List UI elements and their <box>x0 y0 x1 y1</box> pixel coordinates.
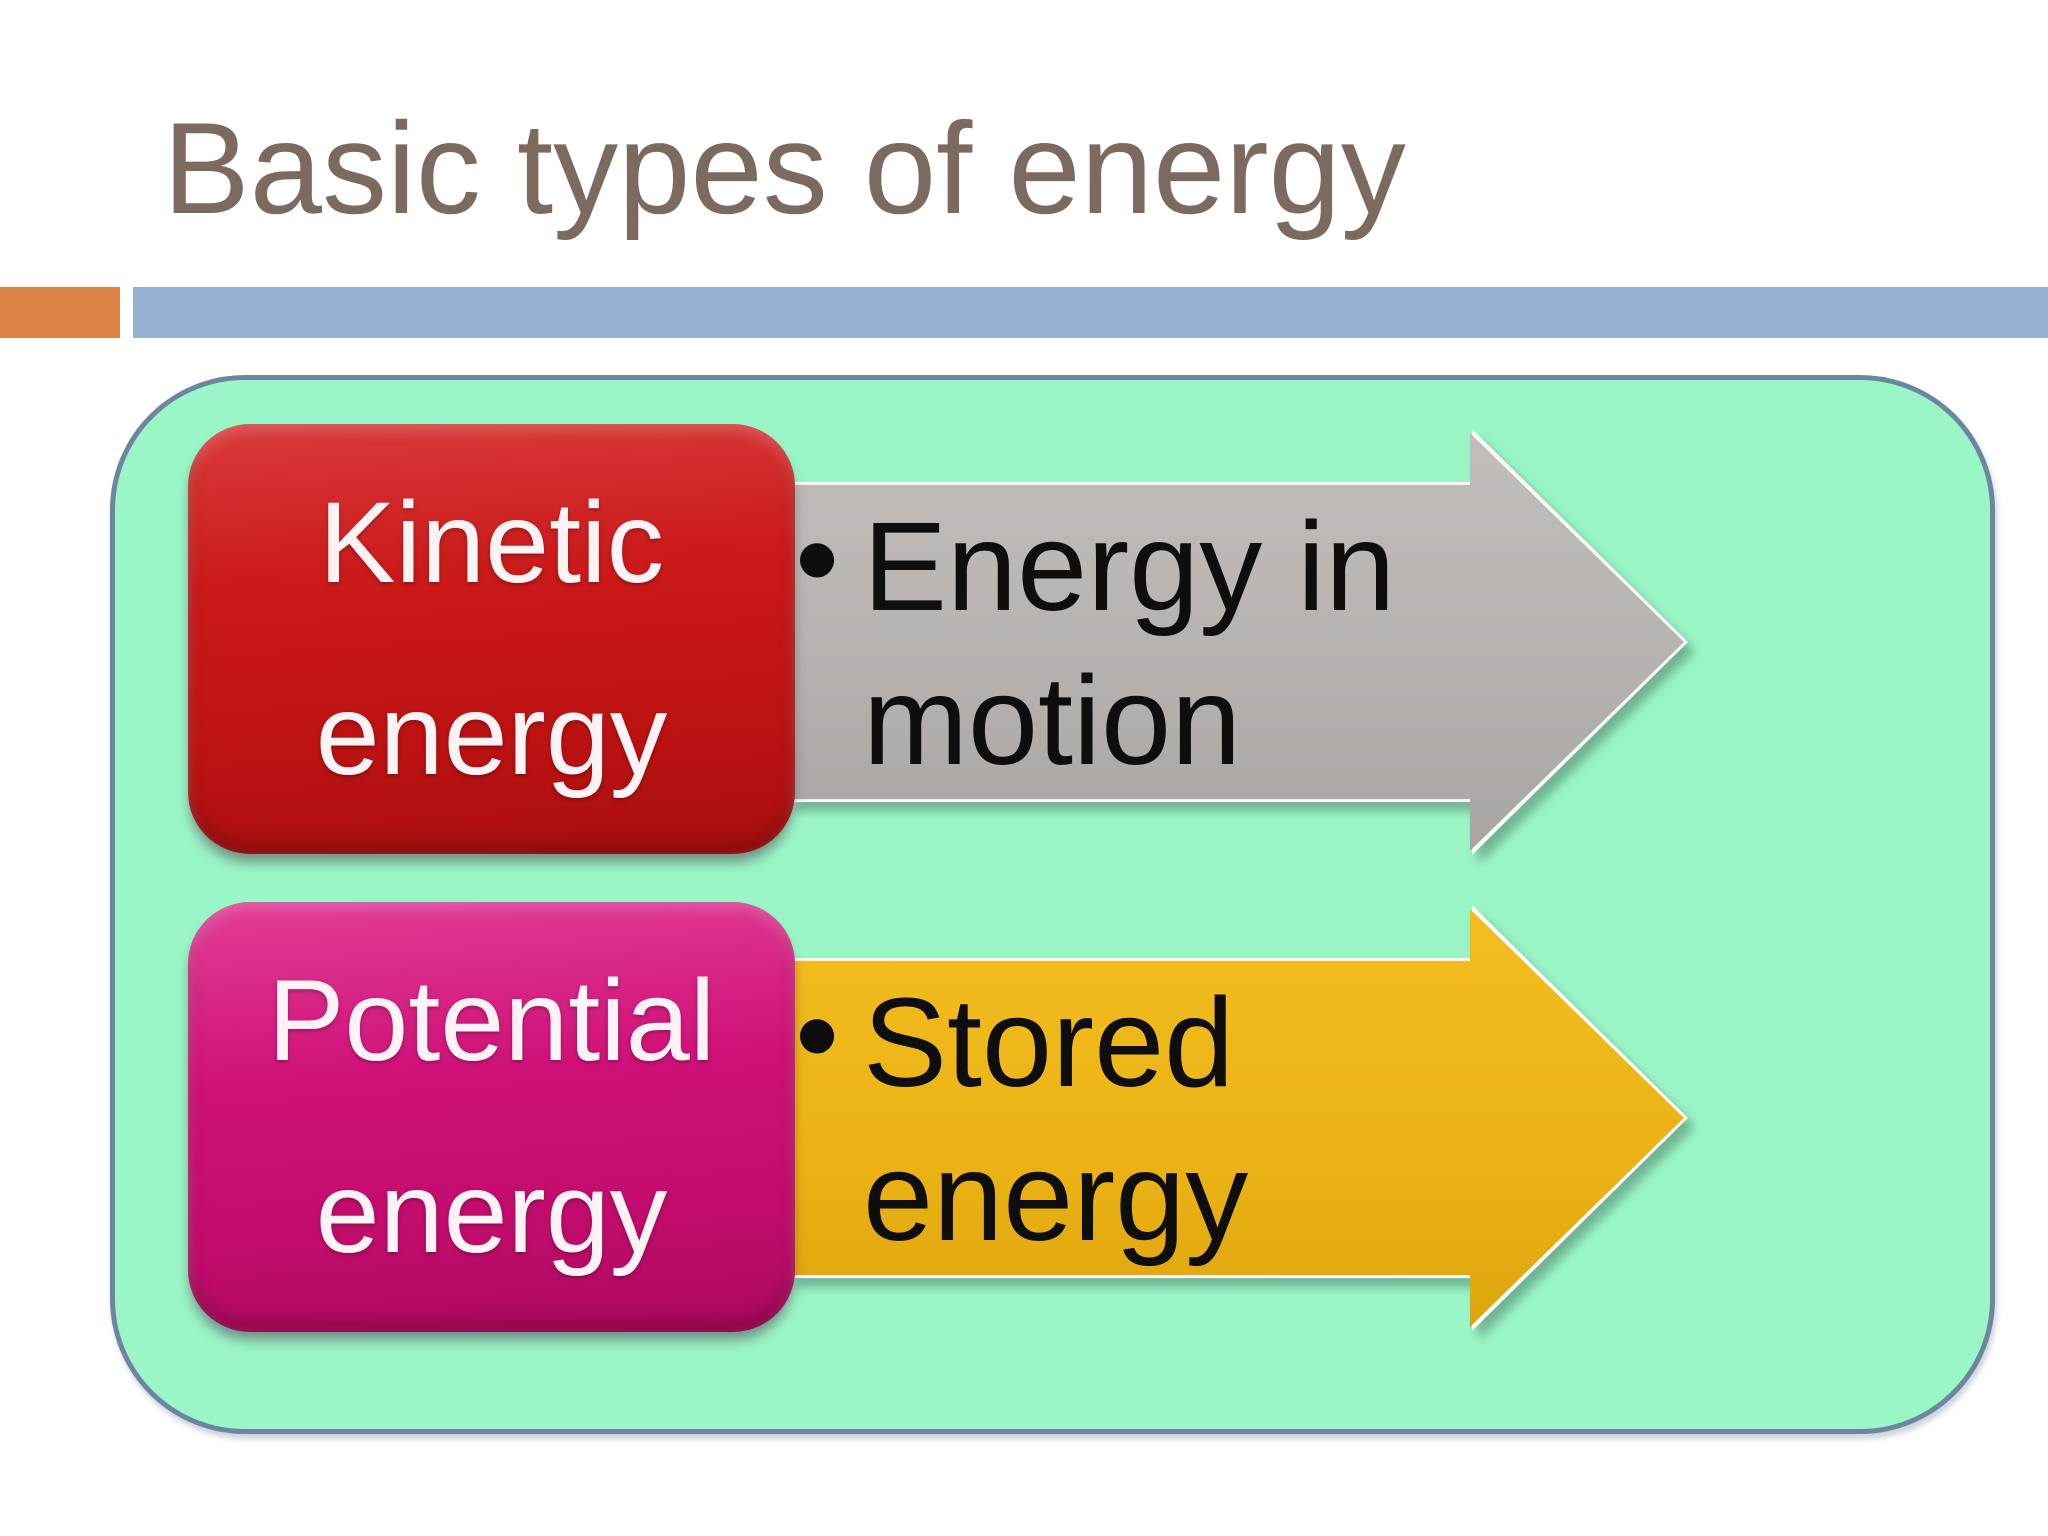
kinetic-description: • Energy in motion <box>795 482 1465 805</box>
potential-arrow-fill <box>792 909 1684 1327</box>
kinetic-desc-line2: motion <box>863 649 1242 791</box>
orange-accent-bar <box>0 287 120 338</box>
blue-accent-bar <box>133 287 2048 338</box>
page-title: Basic types of energy <box>163 95 1406 241</box>
kinetic-arrow <box>788 429 1688 855</box>
potential-desc-line2: energy <box>863 1125 1249 1267</box>
kinetic-label-line2: energy <box>315 671 668 799</box>
kinetic-energy-box: Kinetic energy <box>188 424 795 854</box>
potential-energy-box: Potential energy <box>188 902 795 1332</box>
potential-description: • Stored energy <box>795 958 1465 1281</box>
bullet-icon: • <box>795 488 840 629</box>
potential-desc-line1: Stored <box>863 971 1235 1113</box>
kinetic-label-line1: Kinetic <box>318 478 665 607</box>
kinetic-desc-line1: Energy in <box>863 495 1396 637</box>
potential-label-line1: Potential <box>267 956 716 1085</box>
kinetic-arrow-fill <box>792 433 1684 851</box>
potential-label-line2: energy <box>315 1149 668 1277</box>
potential-arrow <box>788 905 1688 1331</box>
bullet-icon: • <box>795 964 840 1105</box>
